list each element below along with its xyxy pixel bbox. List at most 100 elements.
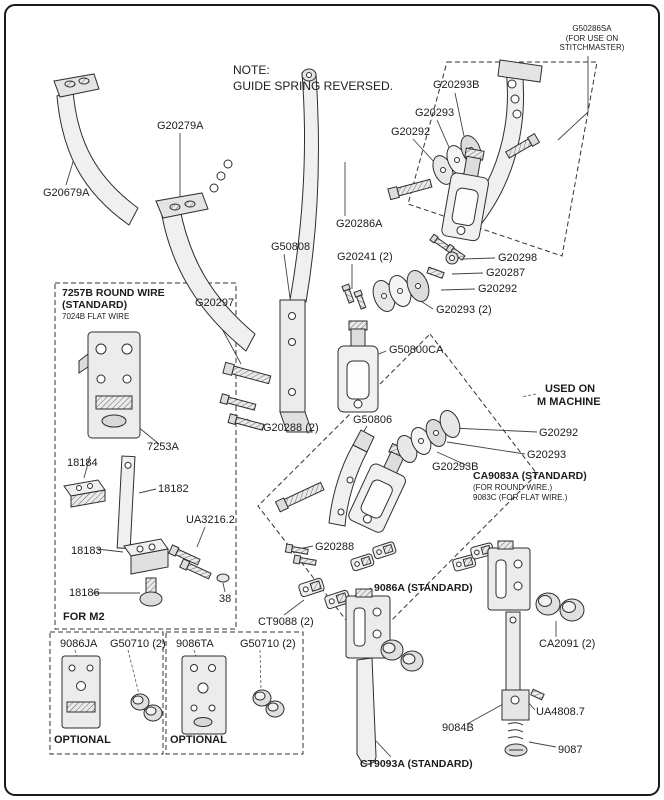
label-round-wire-1: 7257B ROUND WIRE	[62, 287, 165, 299]
part-block-18183	[123, 538, 169, 575]
label-g50808: G50808	[271, 241, 311, 253]
label-g50286sa-sub2: STITCHMASTER)	[559, 43, 625, 52]
label-g20293-right: G20293	[527, 449, 567, 461]
label-optional-right: OPTIONAL	[170, 734, 227, 746]
part-screws-g20288-m	[284, 543, 317, 566]
label-round-wire-2: (STANDARD)	[62, 299, 128, 311]
part-setscrew-ua4808	[530, 688, 545, 701]
label-g20241: G20241 (2)	[337, 251, 393, 263]
part-block-right	[501, 689, 530, 721]
note-line1: NOTE:	[233, 63, 270, 77]
part-screw-stitchmaster	[505, 132, 541, 159]
label-9086ta: 9086TA	[176, 638, 214, 650]
part-knobs-g50710-right	[252, 689, 285, 718]
label-g20279a: G20279A	[157, 120, 204, 132]
part-screw-m-machine	[274, 481, 325, 513]
part-knobs-9086a	[380, 639, 424, 672]
optional-right-box	[165, 631, 304, 755]
label-9087: 9087	[558, 744, 583, 756]
label-g20293b-mid: G20293B	[432, 461, 479, 473]
label-g50710-right: G50710 (2)	[240, 638, 296, 650]
optional-left-box	[49, 631, 164, 755]
part-tension-body-stitchmaster	[441, 147, 489, 242]
label-ca9083a: CA9083A (STANDARD)	[473, 470, 587, 482]
label-g50800ca: G50800CA	[389, 344, 444, 356]
label-ua3216: UA3216.2	[186, 514, 235, 526]
dashed-leader-lines	[74, 393, 537, 695]
part-clips-ct9088	[298, 541, 397, 610]
part-plate-right-9086	[487, 540, 531, 611]
label-round-wire-3: 7024B FLAT WIRE	[62, 312, 130, 321]
part-spring-g20287	[426, 266, 445, 279]
part-discs-m-machine	[396, 410, 461, 463]
part-discs-mid	[372, 270, 430, 312]
part-strip-ct9093a	[356, 657, 377, 765]
label-38: 38	[219, 593, 232, 605]
label-optional-left: OPTIONAL	[54, 734, 111, 746]
part-arm-g20279a	[155, 159, 256, 352]
leader-lines	[65, 56, 589, 758]
label-g20293-top: G20293	[415, 107, 455, 119]
label-7253a: 7253A	[147, 441, 179, 453]
label-g20679a: G20679A	[43, 187, 90, 199]
label-g20288-pair: G20288 (2)	[263, 422, 319, 434]
part-knobs-ca2091	[535, 592, 585, 622]
label-ca9083a-sub2: 9083C (FOR FLAT WIRE.)	[473, 493, 568, 502]
part-bar-9084b	[505, 611, 521, 691]
label-used-on-1: USED ON	[545, 383, 596, 395]
label-ua4808: UA4808.7	[536, 706, 585, 718]
part-tension-body-g50800ca	[337, 320, 379, 413]
part-screw-top-left	[387, 178, 433, 201]
round-wire-group-box	[54, 282, 237, 630]
label-g50286sa: G50286SA	[572, 24, 612, 33]
label-g20287: G20287	[486, 267, 526, 279]
label-g20298: G20298	[498, 252, 538, 264]
label-g20292-right: G20292	[539, 427, 579, 439]
label-ca2091: CA2091 (2)	[539, 638, 596, 650]
part-tension-body-ca9083a	[348, 442, 410, 533]
stitchmaster-group-box	[407, 61, 598, 257]
label-g20288: G20288	[315, 541, 355, 553]
note-line2: GUIDE SPRING REVERSED.	[233, 79, 394, 93]
part-guide-spring-g20286a	[289, 68, 320, 303]
label-g50806: G50806	[353, 414, 393, 426]
part-plate-9086a	[345, 588, 391, 659]
parts	[53, 59, 585, 765]
part-knobs-g50710-left	[130, 693, 163, 722]
label-g20293-pair: G20293 (2)	[436, 304, 492, 316]
label-ct9093a: CT9093A (STANDARD)	[360, 758, 473, 770]
part-screws-g20288-pair	[219, 393, 265, 431]
part-screws-ua3216	[168, 544, 212, 580]
label-g20286a: G20286A	[336, 218, 383, 230]
label-g20293b-top: G20293B	[433, 79, 480, 91]
part-block-18184	[63, 479, 106, 508]
label-18183: 18183	[71, 545, 102, 557]
part-washer-38	[216, 573, 230, 583]
label-g20297: G20297	[195, 297, 235, 309]
part-plug-18186	[139, 577, 163, 607]
label-ct9088: CT9088 (2)	[258, 616, 314, 628]
part-plate-9086ta	[181, 655, 227, 735]
label-for-m2: FOR M2	[63, 611, 105, 623]
label-9086ja: 9086JA	[60, 638, 98, 650]
part-bracket-g50806	[328, 429, 375, 527]
label-g50286sa-sub1: (FOR USE ON	[565, 33, 619, 43]
part-plate-9086ja	[61, 655, 101, 729]
page-border	[4, 4, 660, 796]
label-used-on-2: M MACHINE	[537, 396, 601, 408]
label-g50286sa-block: G50286SA (FOR USE ON STITCHMASTER)	[548, 24, 636, 53]
part-plate-7253a	[78, 331, 141, 439]
part-arm-g20679a	[53, 73, 139, 226]
label-ca9083a-sub1: (FOR ROUND WIRE.)	[473, 483, 553, 492]
label-g20292-mid: G20292	[478, 283, 518, 295]
label-g20292-top: G20292	[391, 126, 431, 138]
label-18186: 18186	[69, 587, 100, 599]
label-18184: 18184	[67, 457, 98, 469]
label-18182: 18182	[158, 483, 189, 495]
part-small-screws-stitchmaster	[429, 233, 466, 261]
part-bracket-g50808	[279, 299, 313, 433]
part-nut-g20298	[445, 251, 459, 265]
part-strip-18182	[116, 455, 136, 550]
